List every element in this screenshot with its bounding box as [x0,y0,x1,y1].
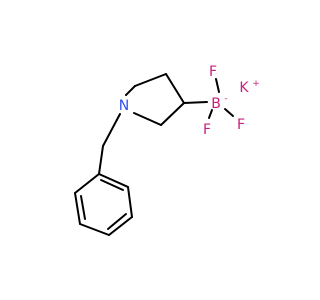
bond-ar-2 [127,186,133,218]
double-bond-2 [107,213,127,230]
bond-b-f-left [208,109,213,119]
bond-n-ch2 [102,113,121,147]
bond-b-f-top [215,78,220,93]
bond-ar-6 [74,173,100,194]
fluorine-top-label: F [209,64,217,80]
bond-ar-1 [98,173,129,188]
bond-ar-4 [79,223,110,236]
boron-charge-label: - [224,94,227,104]
bond-c3-c4 [165,73,185,104]
boron-atom-label: B [211,96,221,112]
bond-c5-n [133,112,162,126]
fluorine-left-label: F [203,122,211,138]
double-bond-1 [100,179,124,191]
fluorine-right-label: F [237,117,245,133]
structure-canvas: N B - F F F K + [74,64,260,236]
double-bond-3 [80,195,86,220]
bond-n-c2 [125,85,136,96]
bond-c-b [183,101,208,104]
nitrogen-atom-label: N [119,98,129,114]
bond-c4-c5 [160,102,185,126]
bond-ar-5 [74,192,81,225]
potassium-atom-label: K [239,80,249,96]
bond-c2-c3 [134,73,167,87]
bond-ar-3 [108,216,133,236]
potassium-charge-label: + [252,79,260,89]
bond-ch2-phenyl [98,145,104,175]
molecule-diagram: N B - F F F K + [74,64,260,236]
bonds [74,73,234,236]
bond-b-f-right [224,108,234,117]
